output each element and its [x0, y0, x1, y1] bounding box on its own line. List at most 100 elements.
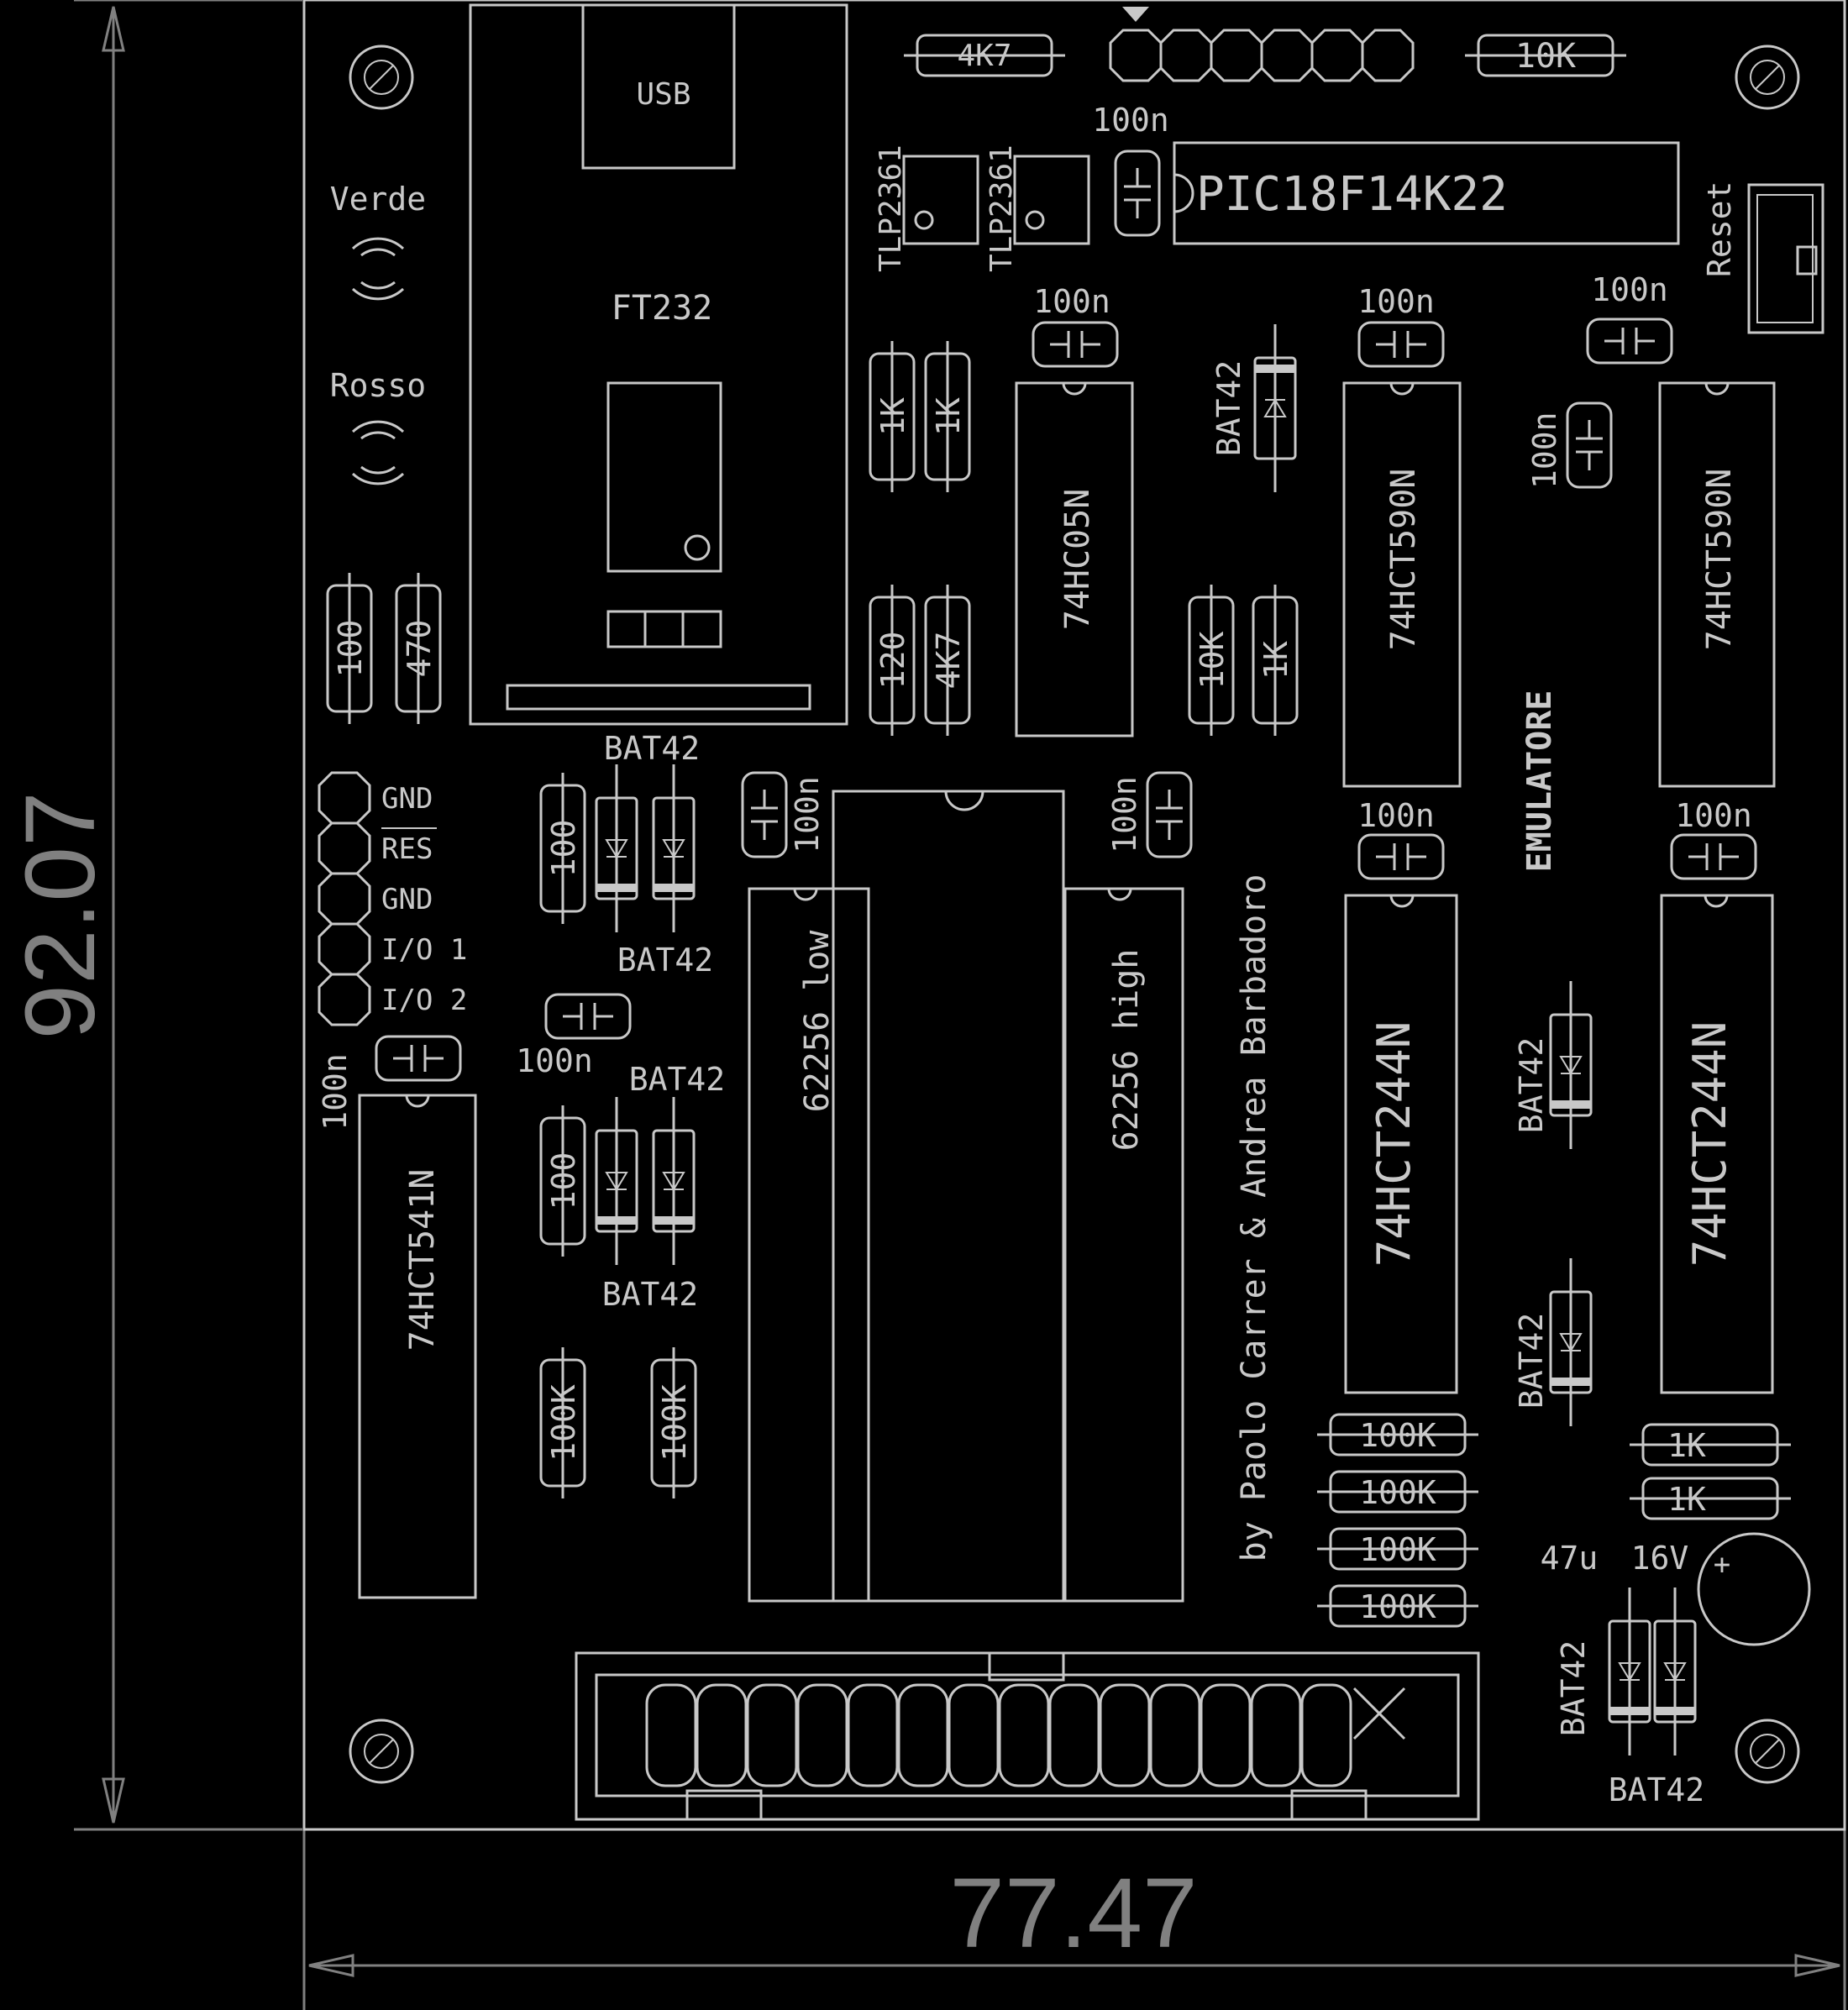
- resistor-100-left: 100: [326, 571, 373, 726]
- chip-74hc05n: 74HC05N: [1015, 381, 1134, 737]
- bottom-box-header: [575, 1651, 1480, 1821]
- capacitor-voltage: 16V: [1631, 1540, 1689, 1577]
- header-pin: [696, 1683, 748, 1787]
- pin-label-gnd: GND: [381, 782, 433, 816]
- diode-label: BAT42: [602, 1276, 698, 1313]
- pin-label-io1: I/O 1: [381, 933, 467, 967]
- dimension-width: 77.47: [949, 1858, 1197, 1969]
- resistor-label: 1K: [1257, 641, 1294, 680]
- resistor-label: 100K: [1359, 1588, 1436, 1625]
- diode-bat42-right-1: BAT42: [1513, 979, 1593, 1151]
- emulatore-label: EMULATORE: [1520, 690, 1559, 873]
- diode-bat42-right-2: BAT42: [1513, 1257, 1593, 1428]
- header-pin: [1200, 1683, 1252, 1787]
- capacitor-electrolytic: + 47u 16V: [1541, 1532, 1811, 1646]
- diode-label: BAT42: [617, 942, 713, 979]
- credits-label: by Paolo Carrer & Andrea Barbadoro: [1235, 874, 1273, 1562]
- resistor-label: 1K: [930, 397, 967, 436]
- resistor-label: 470: [401, 620, 438, 678]
- capacitor-541: 100n: [317, 1035, 462, 1131]
- chip-label: 74HCT541N: [403, 1169, 442, 1351]
- pic18f14k22-chip: 100n PIC18F14K22: [1092, 102, 1680, 245]
- resistor-470: 470: [395, 571, 442, 726]
- resistor-100k-b: 100K: [650, 1346, 697, 1500]
- chip-label: 74HCT590N: [1700, 469, 1739, 651]
- resistor-label: 100K: [656, 1384, 693, 1462]
- capacitor-mid: 100n: [516, 993, 632, 1079]
- reset-button: Reset: [1701, 181, 1824, 334]
- header-pin: [1300, 1683, 1352, 1787]
- chip-label: 74HCT590N: [1384, 469, 1423, 651]
- chip-62256-low: 62256 low: [748, 887, 870, 1603]
- capacitor-label: 100n: [1357, 797, 1435, 834]
- resistor-label: 4K7: [957, 39, 1011, 73]
- header-pin: [847, 1683, 899, 1787]
- icsp-header: [1109, 7, 1415, 82]
- capacitor-label: 100n: [516, 1042, 593, 1079]
- capacitor-label: 100n: [1357, 283, 1435, 320]
- header-pin: [1099, 1683, 1151, 1787]
- resistor-100-a: 100: [539, 771, 586, 926]
- resistor-120: 120: [869, 583, 916, 737]
- chip-label: 62256 low: [798, 930, 837, 1113]
- led-red-label: Rosso: [330, 367, 426, 404]
- diode-label: BAT42: [1609, 1771, 1704, 1808]
- dimension-horizontal: 77.47: [302, 1829, 1846, 2010]
- mounting-hole-bottom-left: [349, 1719, 414, 1784]
- chip-74hct244n-a: 74HCT244N: [1344, 894, 1458, 1394]
- led-green-label: Verde: [330, 181, 426, 218]
- ft232-label: FT232: [612, 289, 712, 328]
- header-pin: [1149, 1683, 1201, 1787]
- chip-label: 74HCT244N: [1368, 1021, 1420, 1267]
- resistor-label: 100: [545, 1152, 582, 1210]
- diode-label: BAT42: [1513, 1037, 1550, 1133]
- resistor-10k-mid: 10K: [1188, 583, 1235, 737]
- capacitor-label: 100n: [317, 1053, 354, 1131]
- chip-label: 62256 high: [1107, 949, 1146, 1152]
- chip-label: 74HC05N: [1058, 489, 1097, 631]
- resistor-1k-mid: 1K: [1252, 583, 1299, 737]
- capacitor-label: 100n: [1591, 271, 1668, 308]
- capacitor-244b: 100n: [1670, 797, 1757, 880]
- resistor-100k-a: 100K: [539, 1346, 586, 1500]
- resistor-1k-b: 1K: [924, 339, 971, 494]
- capacitor-value: 47u: [1541, 1540, 1599, 1577]
- chip-74hct244n-b: 74HCT244N: [1660, 894, 1774, 1394]
- polarity-plus: +: [1714, 1548, 1730, 1582]
- capacitor-ram-low: 100n: [741, 771, 826, 858]
- capacitor-label: 100n: [1033, 283, 1110, 320]
- resistor-4k7-v: 4K7: [924, 583, 971, 737]
- resistor-4k7-top: 4K7: [902, 34, 1067, 77]
- diode-label: BAT42: [1555, 1640, 1592, 1736]
- diode-label: BAT42: [1210, 360, 1247, 456]
- diode-pair-bottom: BAT42 BAT42: [1555, 1586, 1704, 1808]
- programming-connector: GND RES GND I/O 1 I/O 2: [318, 771, 467, 1026]
- resistor-100k-h4: 100K: [1315, 1584, 1480, 1628]
- dimension-height: 92.07: [5, 791, 116, 1039]
- resistor-label: 120: [874, 632, 911, 690]
- resistor-100k-h1: 100K: [1315, 1413, 1480, 1456]
- capacitor-ram-high: 100n: [1106, 771, 1193, 858]
- capacitor-pic-label: 100n: [1092, 102, 1169, 139]
- resistor-label: 100K: [1359, 1417, 1436, 1454]
- resistor-1k-h1: 1K: [1628, 1423, 1793, 1467]
- resistor-1k-h2: 1K: [1628, 1477, 1793, 1520]
- resistor-label: 100: [332, 620, 369, 678]
- diode-pair-2: BAT42 BAT42: [595, 1061, 725, 1313]
- pic-label: PIC18F14K22: [1196, 167, 1508, 222]
- diode-label: BAT42: [629, 1061, 725, 1098]
- diode-pair-1: BAT42 BAT42: [595, 730, 713, 979]
- capacitor-label: 100n: [789, 776, 826, 853]
- diode-bat42-top: BAT42: [1210, 323, 1297, 494]
- resistor-label: 100K: [545, 1384, 582, 1462]
- resistor-label: 1K: [1667, 1481, 1706, 1518]
- led-red: Rosso: [330, 367, 426, 485]
- capacitor-label: 100n: [1106, 776, 1143, 853]
- resistor-label: 100K: [1359, 1531, 1436, 1568]
- resistor-label: 10K: [1515, 37, 1576, 76]
- optocoupler-2: TLP2361: [984, 144, 1090, 272]
- optocoupler-1-label: TLP2361: [874, 144, 908, 272]
- mounting-hole-top-left: [349, 45, 414, 110]
- optocoupler-1: TLP2361: [874, 144, 979, 272]
